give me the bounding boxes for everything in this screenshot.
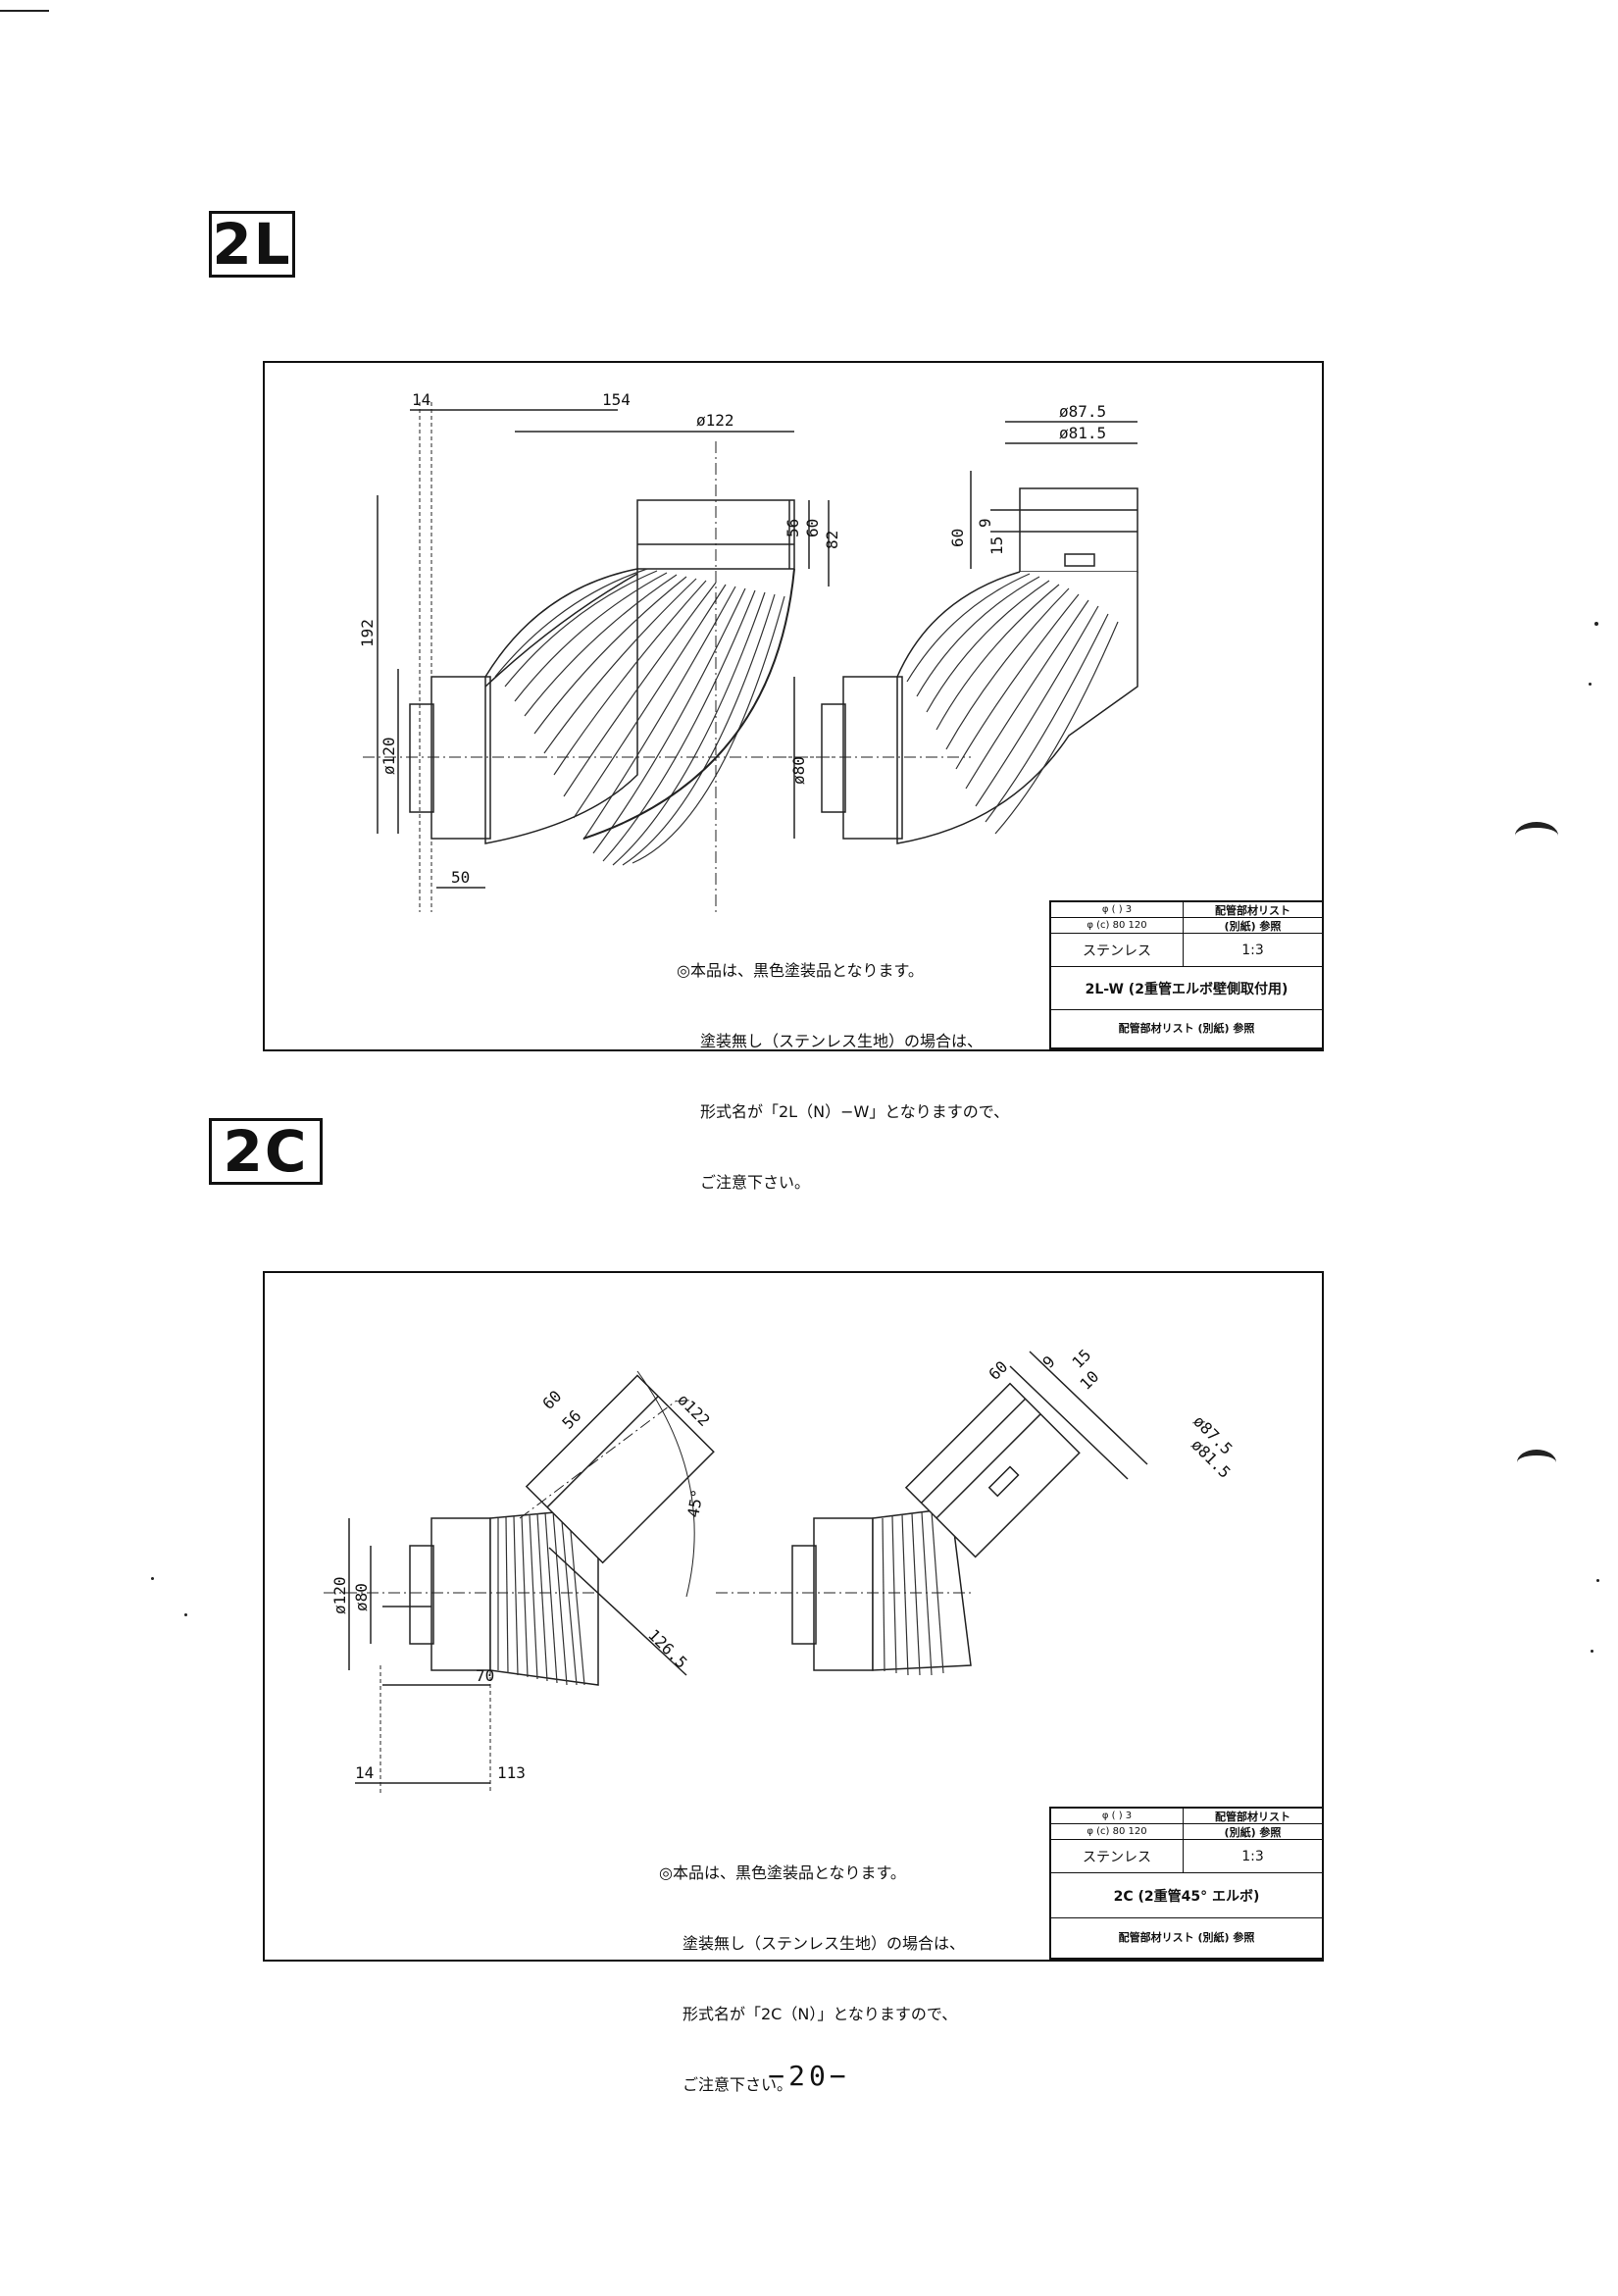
note-2l-line-1: ◎本品は、黒色塗装品となります。	[677, 961, 924, 980]
dim-d120: ø120	[379, 737, 398, 775]
dim-154: 154	[602, 390, 631, 409]
section-tag-2l-text: 2L	[212, 211, 292, 278]
dim-d80: ø80	[789, 756, 808, 785]
dim-d80-2c: ø80	[352, 1583, 371, 1611]
tb-2c-dims-value: φ (c) 80 120	[1051, 1824, 1184, 1840]
dim-45deg: 45°	[683, 1488, 707, 1519]
tb-2c-dims-label: φ ( ) 3	[1051, 1809, 1184, 1824]
dim-113: 113	[497, 1763, 526, 1782]
dim-60-2c-right: 60	[985, 1357, 1011, 1384]
scan-mark	[1517, 1450, 1556, 1475]
tb-2l-material: ステンレス	[1051, 934, 1184, 967]
dim-56-2c: 56	[558, 1406, 584, 1433]
tb-2c-material: ステンレス	[1051, 1840, 1184, 1873]
title-block-2l: φ ( ) 3 φ (c) 80 120 配管部材リスト (別紙) 参照 ステン…	[1049, 900, 1324, 1049]
section-tag-2c: 2C	[209, 1118, 323, 1185]
section-tag-2c-text: 2C	[223, 1118, 309, 1185]
scan-speck	[1589, 683, 1592, 686]
upper-collar-2l-right	[1019, 487, 1138, 573]
tb-2l-ref-sub: (別紙) 参照	[1184, 918, 1322, 934]
note-2l-line-2: 塗装無し（ステンレス生地）の場合は、	[700, 1032, 984, 1050]
note-2l-line-3: 形式名が「2L（N）−W」となりますので、	[700, 1102, 1010, 1121]
tb-2l-ref-label: 配管部材リスト	[1184, 902, 1322, 918]
dim-15-2c: 15	[1068, 1346, 1094, 1372]
scan-speck	[151, 1577, 154, 1580]
scan-mark	[1515, 822, 1558, 849]
note-2l-line-4: ご注意下さい。	[700, 1173, 811, 1192]
scan-speck	[184, 1613, 187, 1616]
dim-d122: ø122	[696, 411, 734, 430]
note-2c-line-4: ご注意下さい。	[683, 2075, 793, 2094]
dim-15: 15	[987, 536, 1006, 555]
dim-d120-2c: ø120	[330, 1576, 349, 1614]
scan-speck	[1596, 1579, 1599, 1582]
header-rule	[0, 10, 49, 12]
note-2c-line-1: ◎本品は、黒色塗装品となります。	[659, 1863, 906, 1882]
side-collar-2c	[430, 1517, 491, 1671]
dim-d87-5: ø87.5	[1059, 402, 1106, 421]
dim-70: 70	[476, 1666, 494, 1685]
dim-60: 60	[803, 519, 822, 537]
dim-60-2c: 60	[538, 1387, 565, 1413]
dim-d81-5: ø81.5	[1059, 424, 1106, 442]
page-number: −20−	[768, 2060, 850, 2092]
tb-2c-ref-sub: (別紙) 参照	[1184, 1824, 1322, 1840]
drawing-frame-2l: 14 154 ø122 56 60 82 192 ø120 50 ø87.5 ø…	[263, 361, 1324, 1192]
note-2l: ◎本品は、黒色塗装品となります。 塗装無し（ステンレス生地）の場合は、 形式名が…	[677, 912, 1009, 1242]
tb-2c-name: 2C (2重管45° エルボ)	[1051, 1873, 1322, 1918]
dim-50: 50	[451, 868, 470, 887]
scan-speck	[1591, 1650, 1593, 1653]
tb-2c-footer: 配管部材リスト (別紙) 参照	[1118, 1931, 1255, 1944]
dim-56: 56	[784, 519, 802, 537]
tb-2l-name: 2L-W (2重管エルボ壁側取付用)	[1051, 967, 1322, 1010]
angled-collar-2c	[525, 1374, 715, 1564]
dim-60-right: 60	[948, 529, 967, 547]
tb-2l-footer: 配管部材リスト (別紙) 参照	[1118, 1022, 1255, 1035]
elbow-2c-drawing: 60 56 ø122 45° 126.5 ø120 ø80 70 14 113 …	[324, 1346, 1237, 1793]
note-2c-line-2: 塗装無し（ステンレス生地）の場合は、	[683, 1934, 966, 1953]
dim-9-2c: 9	[1038, 1352, 1058, 1372]
note-2c-line-3: 形式名が「2C（N）」となりますので、	[683, 2005, 958, 2023]
tb-2c-scale: 1:3	[1184, 1840, 1322, 1873]
scan-speck	[1594, 622, 1598, 626]
tb-2c-ref-label: 配管部材リスト	[1184, 1809, 1322, 1824]
dim-9: 9	[976, 518, 994, 528]
tb-2l-dims-label: φ ( ) 3	[1051, 902, 1184, 918]
dim-82: 82	[823, 531, 841, 549]
section-tag-2l: 2L	[209, 211, 295, 278]
dim-14-2c: 14	[355, 1763, 374, 1782]
dim-14: 14	[412, 390, 430, 409]
dim-126-5: 126.5	[644, 1625, 690, 1671]
drawing-frame-2c: 60 56 ø122 45° 126.5 ø120 ø80 70 14 113 …	[263, 1271, 1324, 2094]
dim-192: 192	[358, 619, 377, 647]
note-2c: ◎本品は、黒色塗装品となります。 塗装無し（ステンレス生地）の場合は、 形式名が…	[659, 1814, 965, 2144]
elbow-2l-drawing: 14 154 ø122 56 60 82 192 ø120 50 ø87.5 ø…	[358, 390, 1138, 912]
title-block-2c: φ ( ) 3 φ (c) 80 120 配管部材リスト (別紙) 参照 ステン…	[1049, 1807, 1324, 1960]
tb-2l-dims-value: φ (c) 80 120	[1051, 918, 1184, 934]
tb-2l-scale: 1:3	[1184, 934, 1322, 967]
